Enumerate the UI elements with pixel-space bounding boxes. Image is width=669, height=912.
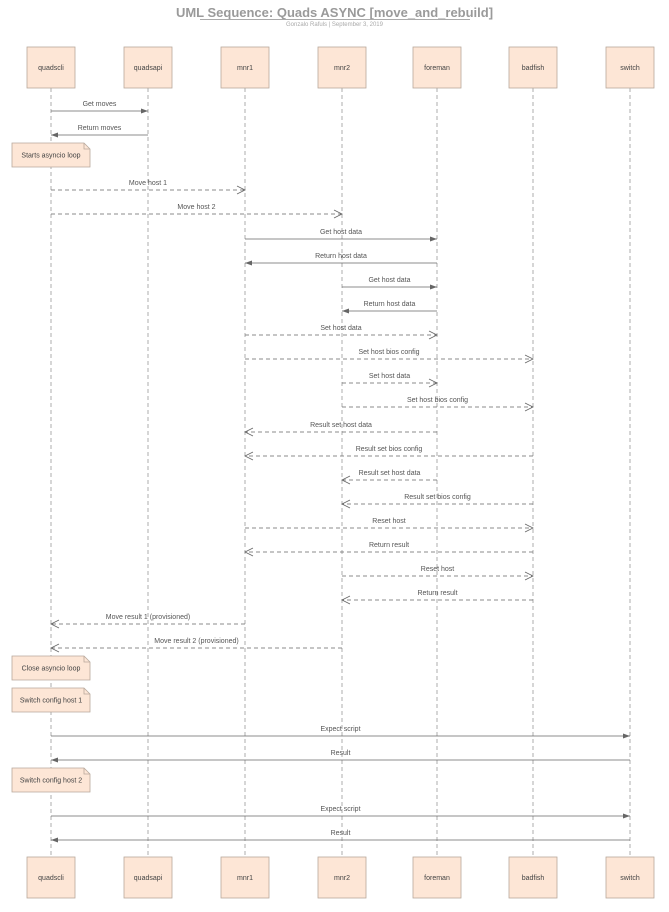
participant-box-mnr2 — [317, 856, 367, 899]
open-arrowhead-icon — [524, 571, 534, 581]
message-label: Move result 1 (provisioned) — [106, 614, 190, 621]
note-label: Switch config host 1 — [20, 698, 82, 705]
open-arrowhead-icon — [333, 209, 343, 219]
participant-box-foreman — [412, 46, 462, 89]
message-label: Get moves — [83, 101, 117, 108]
message-label: Result set host data — [310, 422, 372, 429]
participant-label-foreman: foreman — [424, 65, 450, 72]
message-label: Set host data — [320, 325, 361, 332]
title-underline — [200, 19, 470, 20]
open-arrowhead-icon — [50, 619, 60, 629]
note-fold — [83, 143, 90, 150]
message-label: Reset host — [372, 518, 406, 525]
filled-arrowhead-icon — [51, 837, 58, 843]
participant-label-quadscli: quadscli — [38, 65, 64, 72]
filled-arrowhead-icon — [51, 757, 58, 763]
message-label: Result — [331, 830, 351, 837]
participant-label-mnr1: mnr1 — [237, 65, 253, 72]
message-label: Return host data — [364, 301, 416, 308]
participant-label-quadscli: quadscli — [38, 875, 64, 882]
filled-arrowhead-icon — [623, 733, 630, 739]
diagram-subtitle: Gonzalo Rafuls | September 3, 2019 — [286, 22, 383, 28]
note-label: Close asyncio loop — [22, 666, 81, 673]
message-label: Set host bios config — [407, 397, 468, 404]
filled-arrowhead-icon — [342, 308, 349, 314]
participant-label-switch: switch — [620, 875, 640, 882]
note-box — [11, 655, 91, 681]
open-arrowhead-icon — [428, 330, 438, 340]
participant-label-mnr1: mnr1 — [237, 875, 253, 882]
diagram-title: UML Sequence: Quads ASYNC [move_and_rebu… — [175, 5, 494, 20]
open-arrowhead-icon — [524, 402, 534, 412]
participant-label-mnr2: mnr2 — [334, 65, 350, 72]
participant-box-mnr1 — [220, 46, 270, 89]
note-box — [11, 687, 91, 713]
message-label: Return moves — [78, 125, 122, 132]
participant-box-switch — [605, 856, 655, 899]
participant-label-badfish: badfish — [522, 875, 545, 882]
participant-box-badfish — [508, 856, 558, 899]
note-box — [11, 767, 91, 793]
message-label: Get host data — [320, 229, 362, 236]
open-arrowhead-icon — [341, 595, 351, 605]
message-label: Reset host — [421, 566, 455, 573]
filled-arrowhead-icon — [245, 260, 252, 266]
message-label: Result set bios config — [404, 494, 471, 501]
open-arrowhead-icon — [524, 523, 534, 533]
message-label: Return host data — [315, 253, 367, 260]
message-label: Set host data — [369, 373, 410, 380]
message-label: Get host data — [368, 277, 410, 284]
participant-box-foreman — [412, 856, 462, 899]
participant-box-quadsapi — [123, 856, 173, 899]
note-label: Switch config host 2 — [20, 778, 82, 785]
note-fold — [83, 688, 90, 695]
open-arrowhead-icon — [244, 547, 254, 557]
message-label: Move host 1 — [129, 180, 167, 187]
open-arrowhead-icon — [524, 354, 534, 364]
message-label: Expect script — [320, 726, 360, 733]
participant-label-quadsapi: quadsapi — [134, 65, 163, 72]
note-fold — [83, 656, 90, 663]
open-arrowhead-icon — [244, 427, 254, 437]
open-arrowhead-icon — [341, 499, 351, 509]
filled-arrowhead-icon — [430, 236, 437, 242]
open-arrowhead-icon — [244, 451, 254, 461]
message-label: Expect script — [320, 806, 360, 813]
message-label: Result set bios config — [356, 446, 423, 453]
message-label: Set host bios config — [358, 349, 419, 356]
participant-box-quadscli — [26, 46, 76, 89]
participant-box-quadscli — [26, 856, 76, 899]
message-label: Move result 2 (provisioned) — [154, 638, 238, 645]
message-label: Return result — [369, 542, 409, 549]
filled-arrowhead-icon — [430, 284, 437, 290]
participant-box-mnr2 — [317, 46, 367, 89]
open-arrowhead-icon — [236, 185, 246, 195]
participant-label-mnr2: mnr2 — [334, 875, 350, 882]
participant-box-mnr1 — [220, 856, 270, 899]
note-fold — [83, 768, 90, 775]
filled-arrowhead-icon — [51, 132, 58, 138]
participant-box-badfish — [508, 46, 558, 89]
message-label: Move host 2 — [177, 204, 215, 211]
participant-label-badfish: badfish — [522, 65, 545, 72]
filled-arrowhead-icon — [623, 813, 630, 819]
open-arrowhead-icon — [428, 378, 438, 388]
message-label: Result — [331, 750, 351, 757]
note-box — [11, 142, 91, 168]
participant-box-switch — [605, 46, 655, 89]
participant-label-foreman: foreman — [424, 875, 450, 882]
participant-box-quadsapi — [123, 46, 173, 89]
filled-arrowhead-icon — [141, 108, 148, 114]
note-label: Starts asyncio loop — [21, 153, 80, 160]
message-label: Result set host data — [359, 470, 421, 477]
open-arrowhead-icon — [50, 643, 60, 653]
message-label: Return result — [417, 590, 457, 597]
open-arrowhead-icon — [341, 475, 351, 485]
participant-label-switch: switch — [620, 65, 640, 72]
participant-label-quadsapi: quadsapi — [134, 875, 163, 882]
